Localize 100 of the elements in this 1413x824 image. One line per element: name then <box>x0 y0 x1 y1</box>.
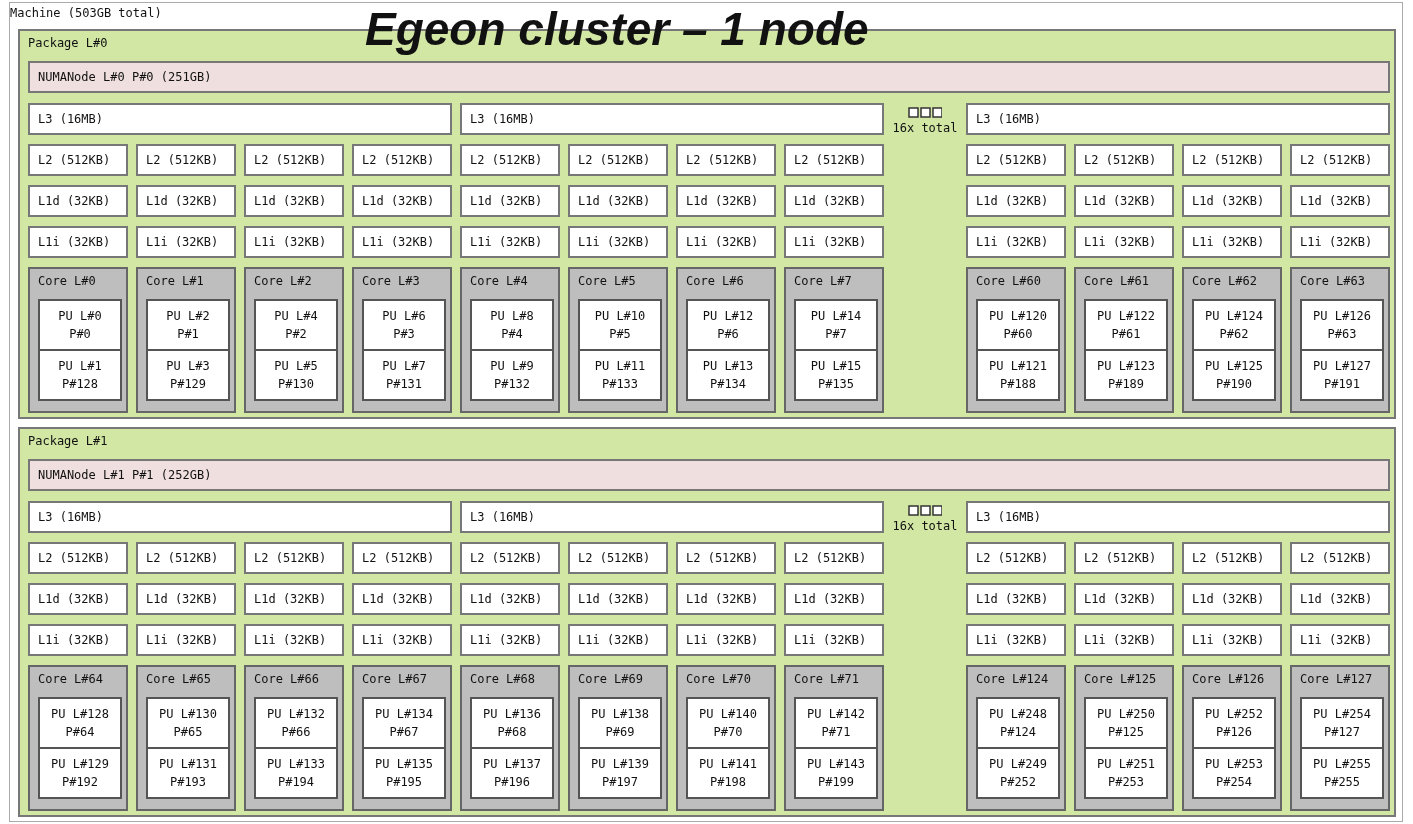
core-box <box>784 267 884 413</box>
pu-logical-label: PU L#122 <box>1096 308 1156 325</box>
pu-box <box>976 697 1060 749</box>
pu-logical-label: PU L#120 <box>988 308 1048 325</box>
l1i-cache-box: L1i (32KB) <box>352 624 452 656</box>
pu-physical-label: P#65 <box>172 724 204 741</box>
l2-cache-box: L2 (512KB) <box>28 542 128 574</box>
l1i-cache-box: L1i (32KB) <box>244 624 344 656</box>
l1d-cache-box: L1d (32KB) <box>1074 583 1174 615</box>
l2-cache-box: L2 (512KB) <box>352 144 452 176</box>
pu-box <box>1300 349 1384 401</box>
pu-physical-label: P#255 <box>1322 774 1362 791</box>
pu-physical-label: P#191 <box>1322 376 1362 393</box>
pu-logical-label: PU L#134 <box>374 706 434 723</box>
pu-physical-label: P#71 <box>820 724 852 741</box>
l2-cache-box: L2 (512KB) <box>1290 144 1390 176</box>
pu-logical-label: PU L#125 <box>1204 358 1264 375</box>
core-label: Core L#62 <box>1192 274 1258 288</box>
l3-cache-box: L3 (16MB) <box>28 501 452 533</box>
pu-box <box>1192 747 1276 799</box>
pu-logical-label: PU L#248 <box>988 706 1048 723</box>
pu-logical-label: PU L#141 <box>698 756 758 773</box>
l2-cache-box: L2 (512KB) <box>676 144 776 176</box>
core-box <box>784 665 884 811</box>
l2-cache-box: L2 (512KB) <box>784 542 884 574</box>
l1i-cache-box: L1i (32KB) <box>966 226 1066 258</box>
pu-box <box>470 299 554 351</box>
pu-box <box>38 747 122 799</box>
l2-cache-box: L2 (512KB) <box>352 542 452 574</box>
l1d-cache-box: L1d (32KB) <box>676 185 776 217</box>
core-label: Core L#64 <box>38 672 104 686</box>
l2-cache-box: L2 (512KB) <box>136 542 236 574</box>
core-box <box>460 665 560 811</box>
core-label: Core L#125 <box>1084 672 1157 686</box>
l1i-cache-box: L1i (32KB) <box>1074 226 1174 258</box>
pu-logical-label: PU L#8 <box>489 308 535 325</box>
pu-physical-label: P#188 <box>998 376 1038 393</box>
l1d-cache-box: L1d (32KB) <box>460 185 560 217</box>
core-box <box>966 665 1066 811</box>
core-box <box>352 267 452 413</box>
core-box <box>136 267 236 413</box>
core-box <box>1290 665 1390 811</box>
pu-box <box>1084 349 1168 401</box>
l1d-cache-box: L1d (32KB) <box>136 185 236 217</box>
pu-box <box>578 299 662 351</box>
l1d-cache-box: L1d (32KB) <box>352 583 452 615</box>
pu-box <box>976 349 1060 401</box>
l1d-cache-box: L1d (32KB) <box>676 583 776 615</box>
l3-cache-box: L3 (16MB) <box>28 103 452 135</box>
core-box <box>460 267 560 413</box>
pu-logical-label: PU L#121 <box>988 358 1048 375</box>
core-label: Core L#70 <box>686 672 752 686</box>
pu-physical-label: P#131 <box>384 376 424 393</box>
pu-box <box>38 299 122 351</box>
pu-physical-label: P#193 <box>168 774 208 791</box>
l1i-cache-box: L1i (32KB) <box>784 226 884 258</box>
pu-box <box>146 299 230 351</box>
pu-logical-label: PU L#14 <box>809 308 863 325</box>
machine-label: Machine (503GB total) <box>10 6 162 20</box>
pu-physical-label: P#125 <box>1106 724 1146 741</box>
l1i-cache-box: L1i (32KB) <box>1182 624 1282 656</box>
core-label: Core L#124 <box>976 672 1049 686</box>
pu-box <box>686 697 770 749</box>
pu-box <box>38 349 122 401</box>
pu-physical-label: P#254 <box>1214 774 1254 791</box>
pu-physical-label: P#132 <box>492 376 532 393</box>
pu-logical-label: PU L#12 <box>701 308 755 325</box>
l2-cache-box: L2 (512KB) <box>676 542 776 574</box>
pu-logical-label: PU L#253 <box>1204 756 1264 773</box>
pu-box <box>1192 349 1276 401</box>
pu-logical-label: PU L#7 <box>381 358 427 375</box>
l1i-cache-box: L1i (32KB) <box>1182 226 1282 258</box>
pu-logical-label: PU L#130 <box>158 706 218 723</box>
core-box <box>244 267 344 413</box>
pu-box <box>362 697 446 749</box>
l2-cache-box: L2 (512KB) <box>1182 144 1282 176</box>
package-label: Package L#0 <box>28 36 108 50</box>
l1d-cache-box: L1d (32KB) <box>966 583 1066 615</box>
l2-cache-box: L2 (512KB) <box>244 144 344 176</box>
count-label: 16x total <box>891 519 959 533</box>
l1d-cache-box: L1d (32KB) <box>1290 583 1390 615</box>
pu-physical-label: P#130 <box>276 376 316 393</box>
pu-box <box>254 697 338 749</box>
l2-cache-box: L2 (512KB) <box>460 542 560 574</box>
pu-logical-label: PU L#143 <box>806 756 866 773</box>
pu-logical-label: PU L#129 <box>50 756 110 773</box>
l2-cache-box: L2 (512KB) <box>28 144 128 176</box>
core-box <box>568 267 668 413</box>
l1d-cache-box: L1d (32KB) <box>1182 583 1282 615</box>
l1d-cache-box: L1d (32KB) <box>1290 185 1390 217</box>
package-box <box>18 427 1396 817</box>
pu-physical-label: P#70 <box>712 724 744 741</box>
core-label: Core L#126 <box>1192 672 1265 686</box>
pu-logical-label: PU L#140 <box>698 706 758 723</box>
core-label: Core L#63 <box>1300 274 1366 288</box>
pu-logical-label: PU L#11 <box>593 358 647 375</box>
pu-physical-label: P#1 <box>176 326 200 343</box>
core-label: Core L#3 <box>362 274 420 288</box>
pu-box <box>794 349 878 401</box>
pu-logical-label: PU L#2 <box>165 308 211 325</box>
